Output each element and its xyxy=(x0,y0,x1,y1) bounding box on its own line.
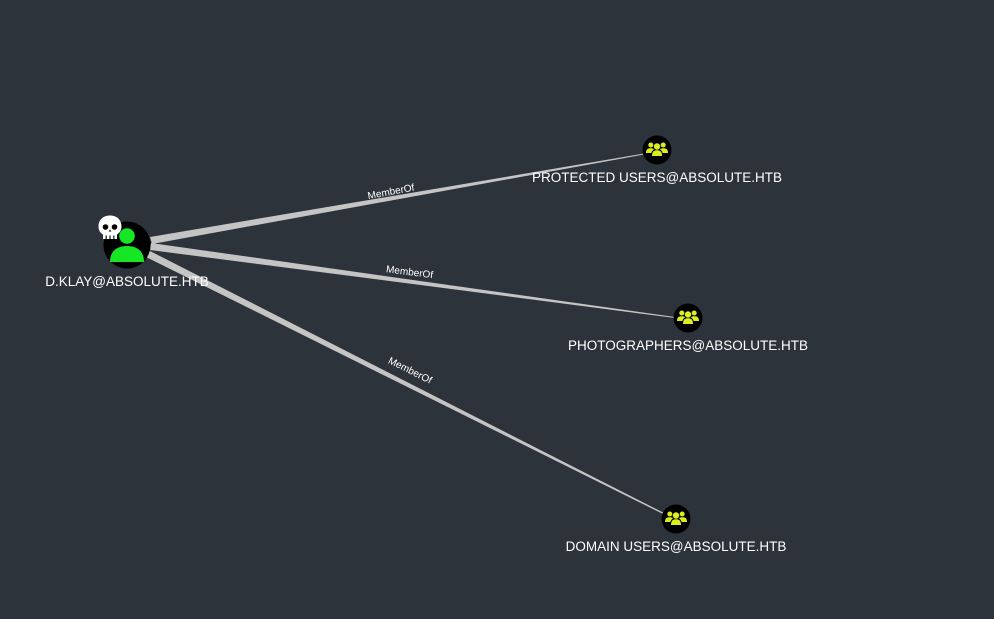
node-label-domain-users: DOMAIN USERS@ABSOLUTE.HTB xyxy=(565,539,787,554)
user-icon xyxy=(110,228,144,262)
skull-icon xyxy=(98,215,122,239)
edge-memberof-domain-users[interactable] xyxy=(144,250,665,515)
node-label-d-klay: D.KLAY@ABSOLUTE.HTB xyxy=(45,274,209,289)
node-label-photographers: PHOTOGRAPHERS@ABSOLUTE.HTB xyxy=(567,338,809,353)
group-node-photographers[interactable] xyxy=(673,303,703,333)
group-node-protected-users[interactable] xyxy=(642,135,672,165)
edge-label-domain-users: MemberOf xyxy=(386,356,433,387)
edge-memberof-photographers[interactable] xyxy=(150,243,675,318)
user-node-d-klay[interactable] xyxy=(98,215,151,269)
node-label-protected-users: PROTECTED USERS@ABSOLUTE.HTB xyxy=(532,170,782,185)
group-node-domain-users[interactable] xyxy=(661,504,691,534)
edge-memberof-protected-users[interactable] xyxy=(150,153,644,245)
